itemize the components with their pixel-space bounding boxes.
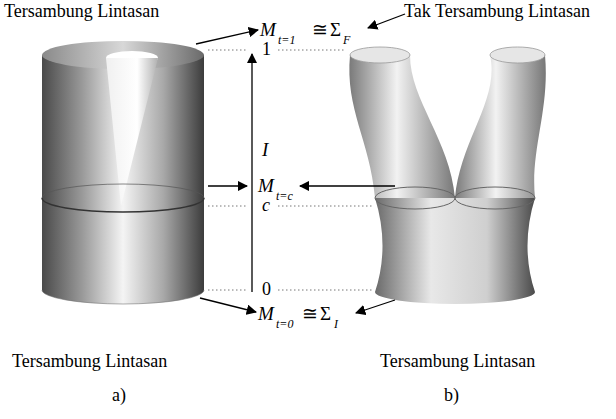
math-symbol: M	[258, 176, 274, 197]
cylinder	[42, 41, 204, 304]
caption-top: Tersambung Lintasan	[4, 2, 159, 22]
axis-value: 0	[262, 280, 271, 300]
math-symbol: ≅	[302, 304, 318, 325]
math-symbol: M	[258, 304, 274, 325]
math-subscript: t=1	[278, 34, 295, 47]
axis-name: I	[262, 140, 268, 161]
leader-arrows	[196, 14, 405, 313]
axis-value: 1	[262, 40, 271, 60]
caption-bottom: Tersambung Lintasan	[12, 352, 167, 372]
math-symbol: Σ	[320, 304, 331, 325]
math-symbol: Σ	[330, 20, 341, 41]
pair-of-pants-surface	[349, 47, 545, 304]
panel-letter: a)	[112, 386, 126, 406]
math-subscript: I	[334, 318, 338, 331]
axis-value: c	[262, 196, 270, 216]
math-symbol: ≅	[312, 20, 328, 41]
interval-axis	[251, 54, 252, 292]
caption-top: Tak Tersambung Lintasan	[404, 2, 590, 22]
math-subscript: t=c	[276, 190, 293, 203]
panel-letter: b)	[444, 386, 459, 406]
level-lines	[208, 50, 372, 290]
math-subscript: F	[343, 34, 350, 47]
math-symbol: M	[260, 20, 276, 41]
caption-bottom: Tersambung Lintasan	[380, 352, 535, 372]
math-subscript: t=0	[276, 318, 293, 331]
